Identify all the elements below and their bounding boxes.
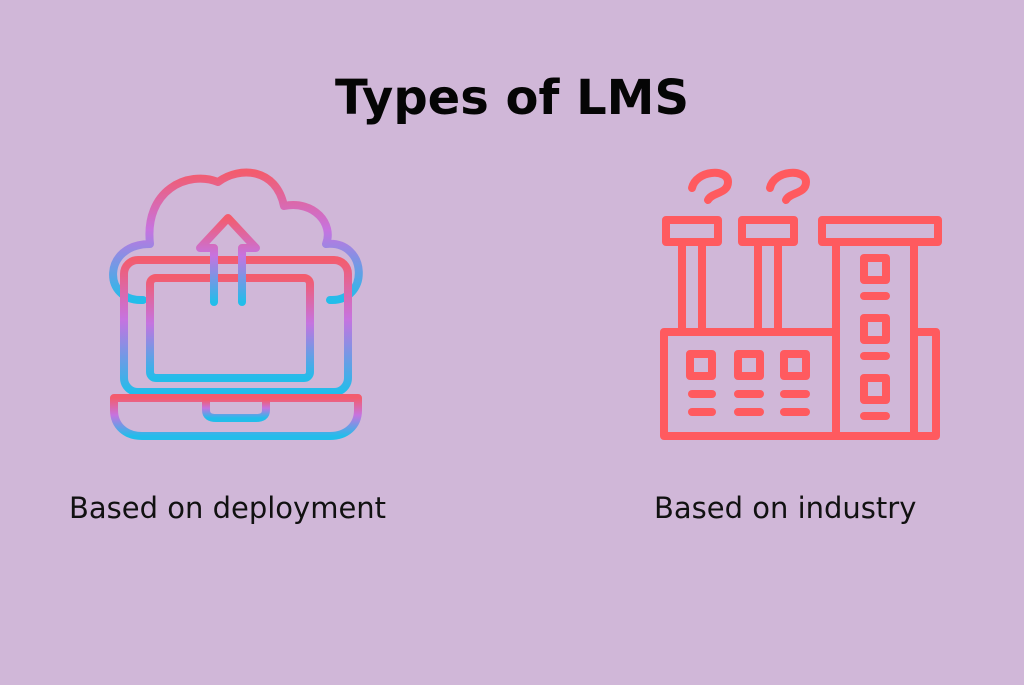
cloud-upload-laptop-icon xyxy=(109,168,363,440)
caption-industry: Based on industry xyxy=(654,491,917,525)
industry-item xyxy=(636,160,966,450)
deployment-item xyxy=(88,160,388,450)
factory-icon xyxy=(660,168,942,440)
page-title: Types of LMS xyxy=(334,70,690,126)
factory-strokes xyxy=(660,168,942,440)
caption-deployment: Based on deployment xyxy=(69,491,387,525)
